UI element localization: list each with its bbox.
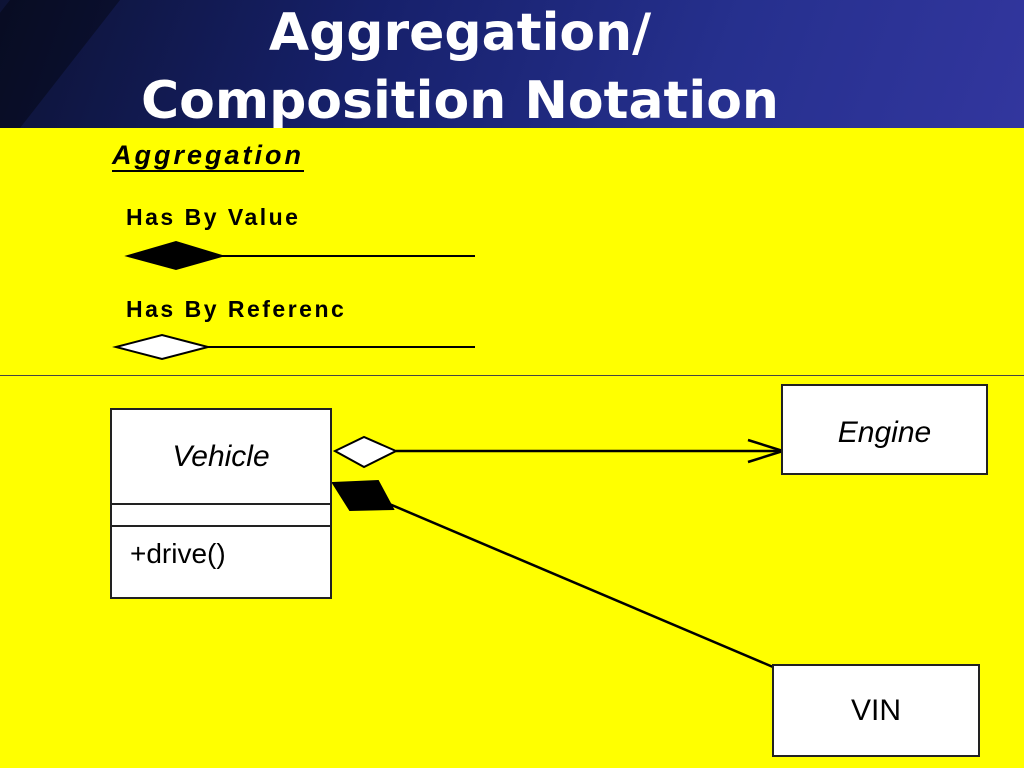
filled-diamond-icon <box>124 240 226 271</box>
filled-diamond-icon <box>331 479 395 512</box>
title-bar: Aggregation/ Composition Notation <box>0 0 1024 128</box>
legend-filled-diamond-line <box>124 240 475 271</box>
association-vehicle-vin <box>331 479 774 669</box>
engine-class-box: Engine <box>781 384 988 475</box>
slide-title-line-1: Aggregation/ <box>268 3 652 63</box>
vehicle-method: +drive() <box>130 538 226 569</box>
hollow-diamond-icon <box>332 435 399 469</box>
section-divider <box>0 375 1024 376</box>
vin-class-box: VIN <box>772 664 980 757</box>
engine-class-name: Engine <box>837 416 932 449</box>
legend-label-by-value: Has By Value <box>126 204 301 230</box>
class-compartment-divider <box>112 503 330 505</box>
hollow-diamond-icon <box>112 333 212 361</box>
class-compartment-divider <box>112 525 330 527</box>
legend-label-by-reference: Has By Referenc <box>126 296 347 322</box>
association-vehicle-engine <box>332 435 788 469</box>
vehicle-class-box: Vehicle +drive() <box>110 408 332 599</box>
legend-heading: Aggregation <box>112 140 304 172</box>
legend-hollow-diamond-line <box>112 333 475 361</box>
vehicle-class-name: Vehicle <box>172 439 270 473</box>
slide-title-line-2: Composition Notation <box>141 71 779 128</box>
vin-class-name: VIN <box>850 693 901 727</box>
